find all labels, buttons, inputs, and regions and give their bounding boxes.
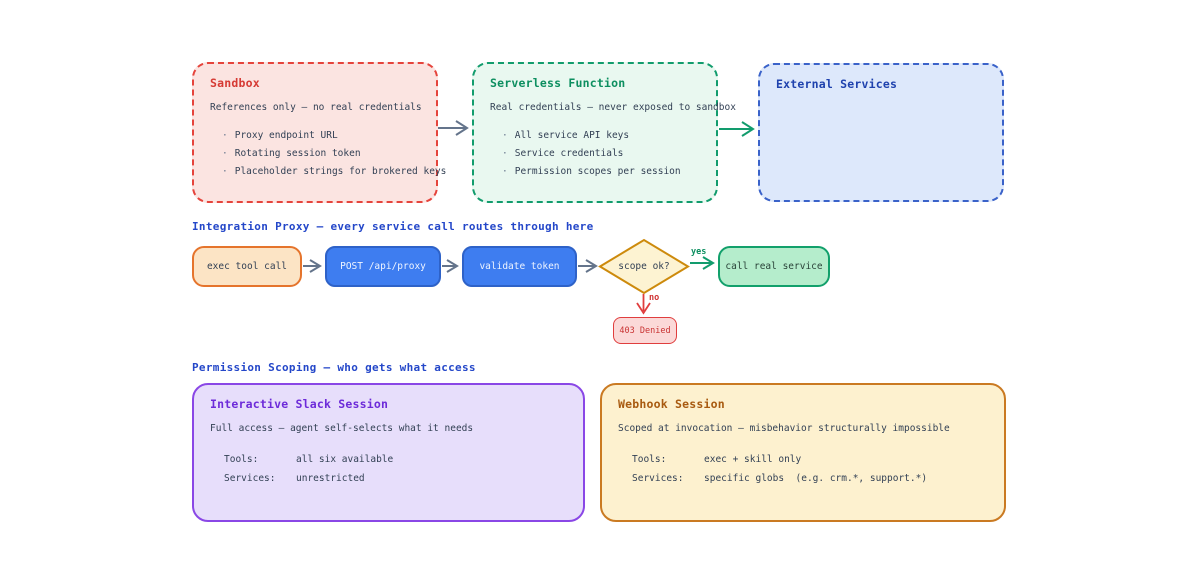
bullet-dot-icon: · bbox=[222, 130, 228, 141]
webhook-session-title: Webhook Session bbox=[618, 397, 725, 411]
serverless-function-box: Serverless Function Real credentials — n… bbox=[472, 62, 736, 203]
row-label: Tools: bbox=[632, 454, 667, 465]
sandbox-box: Sandbox References only — no real creden… bbox=[192, 62, 446, 203]
webhook-session-box: Webhook Session Scoped at invocation — m… bbox=[600, 383, 1006, 522]
arrow-validate-to-decision bbox=[578, 259, 598, 273]
arrow-exec-to-post bbox=[303, 259, 322, 273]
arrow-post-to-validate bbox=[442, 259, 459, 273]
serverless-bullet-list: · All service API keys · Service credentia… bbox=[490, 127, 700, 181]
sandbox-title: Sandbox bbox=[210, 76, 260, 90]
serverless-title: Serverless Function bbox=[490, 76, 626, 90]
validate-token-node: validate token bbox=[462, 246, 577, 287]
bullet-text: Service credentials bbox=[514, 148, 624, 159]
row-label: Services: bbox=[632, 473, 684, 484]
bullet-text: Permission scopes per session bbox=[514, 166, 681, 177]
bullet-dot-icon: · bbox=[222, 148, 228, 159]
list-item: · Rotating session token bbox=[222, 145, 420, 163]
slack-session-rows: Tools: all six available Services: unres… bbox=[210, 450, 567, 488]
arrow-yes-to-success bbox=[690, 256, 715, 270]
arrow-sandbox-to-serverless bbox=[438, 120, 469, 136]
table-row: Tools: all six available bbox=[224, 450, 567, 469]
row-value: all six available bbox=[296, 454, 394, 465]
bullet-dot-icon: · bbox=[222, 166, 228, 177]
list-item: · Placeholder strings for brokered keys bbox=[222, 163, 446, 181]
permission-scoping-heading: Permission Scoping — who gets what acces… bbox=[192, 361, 476, 374]
table-row: Services: unrestricted bbox=[224, 469, 567, 488]
post-api-proxy-node: POST /api/proxy bbox=[325, 246, 441, 287]
bullet-text: All service API keys bbox=[514, 130, 630, 141]
list-item: · Proxy endpoint URL bbox=[222, 127, 420, 145]
webhook-session-rows: Tools: exec + skill only Services: speci… bbox=[618, 450, 988, 488]
bullet-dot-icon: · bbox=[502, 130, 508, 141]
sandbox-subtitle: References only — no real credentials bbox=[210, 102, 422, 113]
table-row: Services: specific globs (e.g. crm.*, su… bbox=[632, 469, 988, 488]
denied-403-node: 403 Denied bbox=[613, 317, 677, 344]
list-item: · All service API keys bbox=[502, 127, 700, 145]
no-edge-label: no bbox=[649, 293, 660, 303]
bullet-dot-icon: · bbox=[502, 148, 508, 159]
sandbox-bullet-list: · Proxy endpoint URL · Rotating session to… bbox=[210, 127, 446, 181]
yes-edge-label: yes bbox=[691, 247, 707, 257]
slack-session-title: Interactive Slack Session bbox=[210, 397, 389, 411]
table-row: Tools: exec + skill only bbox=[632, 450, 988, 469]
call-real-service-node: call real service bbox=[718, 246, 830, 287]
list-item: · Permission scopes per session bbox=[502, 163, 700, 181]
bullet-text: Proxy endpoint URL bbox=[234, 130, 338, 141]
exec-tool-call-node: exec tool call bbox=[192, 246, 302, 287]
arrow-serverless-to-external bbox=[719, 121, 755, 137]
row-value: exec + skill only bbox=[704, 454, 802, 465]
row-label: Tools: bbox=[224, 454, 259, 465]
slack-session-subtitle: Full access — agent self-selects what it… bbox=[210, 423, 474, 434]
bullet-text: Placeholder strings for brokered keys bbox=[234, 166, 447, 177]
bullet-text: Rotating session token bbox=[234, 148, 361, 159]
external-services-box: External Services bbox=[758, 63, 1004, 202]
scope-ok-decision-label: scope ok? bbox=[618, 261, 670, 272]
interactive-slack-session-box: Interactive Slack Session Full access — … bbox=[192, 383, 585, 522]
serverless-subtitle: Real credentials — never exposed to sand… bbox=[490, 102, 736, 113]
webhook-session-subtitle: Scoped at invocation — misbehavior struc… bbox=[618, 423, 950, 434]
row-value: unrestricted bbox=[296, 473, 365, 484]
row-label: Services: bbox=[224, 473, 276, 484]
list-item: · Service credentials bbox=[502, 145, 700, 163]
row-value: specific globs (e.g. crm.*, support.*) bbox=[704, 473, 928, 484]
integration-proxy-heading: Integration Proxy — every service call r… bbox=[192, 220, 594, 233]
bullet-dot-icon: · bbox=[502, 166, 508, 177]
external-services-title: External Services bbox=[776, 77, 898, 91]
